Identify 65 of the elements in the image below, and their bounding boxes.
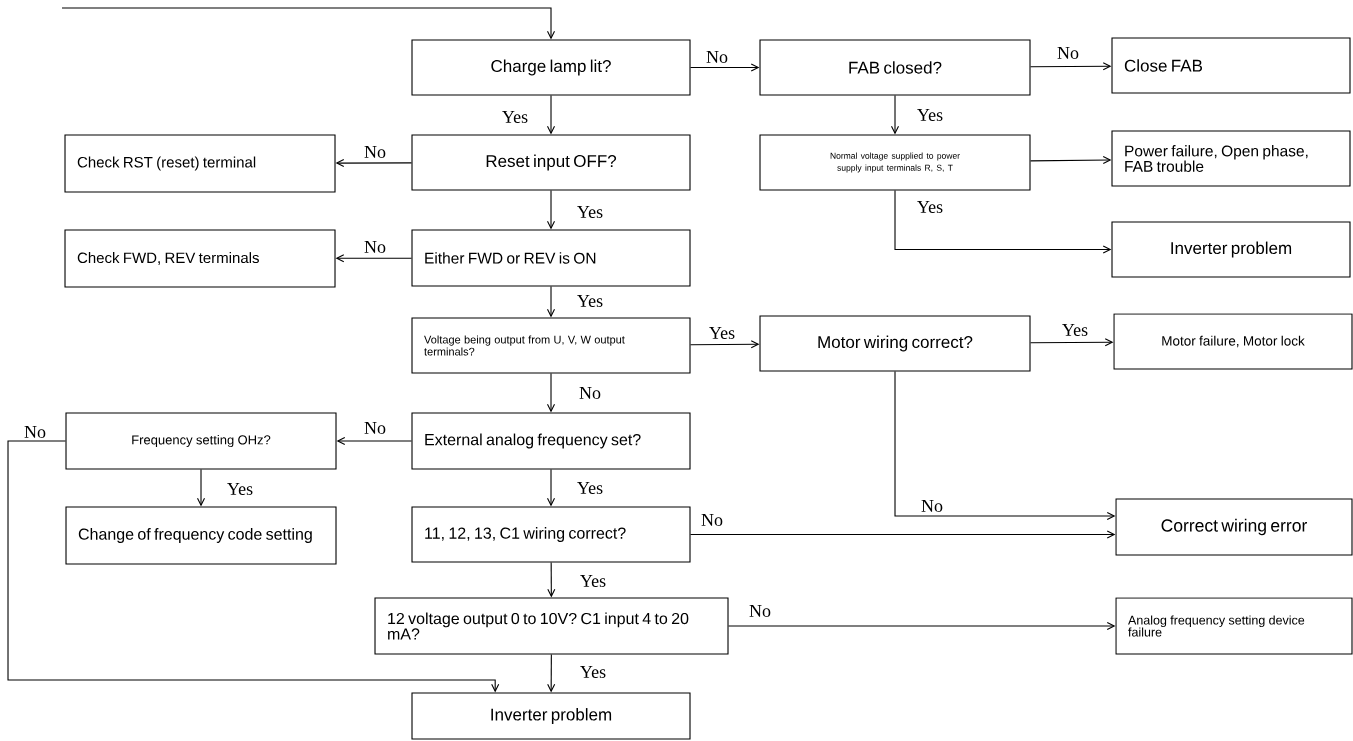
process-box: Analog frequency setting device failure <box>1115 597 1353 655</box>
edge-label: No <box>700 513 724 527</box>
process-box: Close FAB <box>1111 37 1351 94</box>
arrow <box>890 95 900 135</box>
process-box: Frequency setting OHz? <box>65 412 337 470</box>
edge-label: No <box>705 50 729 64</box>
process-box: Inverter problem <box>411 692 691 740</box>
edge-label: No <box>23 425 47 439</box>
process-box: Check FWD, REV terminals <box>64 229 336 288</box>
process-box: Check RST (reset) terminal <box>64 134 336 193</box>
arrow <box>61 7 556 40</box>
edge-label: Yes <box>575 481 605 495</box>
arrow <box>336 436 412 446</box>
process-box: FAB closed? <box>759 39 1031 96</box>
arrow <box>547 562 556 598</box>
edge-label: Yes <box>915 200 945 214</box>
arrow <box>546 190 556 230</box>
edge-label: No <box>920 499 944 513</box>
edge-label: No <box>578 386 602 400</box>
arrow <box>690 530 1116 539</box>
arrow <box>7 440 500 693</box>
edge-label: Yes <box>575 294 605 308</box>
edge-label: No <box>363 240 387 254</box>
process-box: Correct wiring error <box>1115 498 1353 556</box>
process-box: Voltage being output from U, V, W output terminals? <box>411 317 691 374</box>
process-box: Normal voltage supplied to power supply input terminals R, S, T <box>759 134 1031 191</box>
arrow <box>1030 155 1112 165</box>
arrow <box>1030 62 1112 71</box>
arrow <box>894 190 1112 254</box>
arrow <box>196 469 206 507</box>
process-box: Change of frequency code setting <box>65 506 337 565</box>
arrow <box>546 469 556 507</box>
process-box: Power failure, Open phase, FAB trouble <box>1111 130 1351 187</box>
edge-label: No <box>363 145 387 159</box>
process-box: 11, 12, 13, C1 wiring correct? <box>411 506 691 563</box>
arrow <box>547 654 556 693</box>
arrow <box>690 63 760 72</box>
process-box: Motor failure, Motor lock <box>1113 313 1353 370</box>
arrow <box>894 371 1116 521</box>
edge-label: Yes <box>578 574 608 588</box>
process-box: External analog frequency set? <box>411 412 691 470</box>
edge-label: Yes <box>1060 323 1090 337</box>
arrow <box>1030 338 1114 347</box>
edge-label: No <box>363 421 387 435</box>
process-box: Motor wiring correct? <box>759 315 1031 372</box>
arrow <box>546 286 556 318</box>
arrow <box>546 95 556 135</box>
arrow <box>335 254 412 263</box>
edge-label: Yes <box>578 665 608 679</box>
edge-label: Yes <box>225 482 255 496</box>
edge-label: Yes <box>915 108 945 122</box>
edge-label: Yes <box>707 326 737 340</box>
edge-label: No <box>748 604 772 618</box>
edge-label: No <box>1056 46 1080 60</box>
process-box: Reset input OFF? <box>411 134 691 191</box>
process-box: 12 voltage output 0 to 10V? C1 input 4 to 20 mA? <box>374 597 729 655</box>
arrow <box>546 373 556 413</box>
arrow <box>335 159 412 168</box>
edge-label: Yes <box>575 205 605 219</box>
arrow <box>728 621 1116 631</box>
edge-label: Yes <box>500 110 530 124</box>
process-box: Charge lamp lit? <box>411 39 691 96</box>
process-box: Either FWD or REV is ON <box>411 229 691 287</box>
arrow <box>690 340 760 349</box>
process-box: Inverter problem <box>1111 221 1351 278</box>
